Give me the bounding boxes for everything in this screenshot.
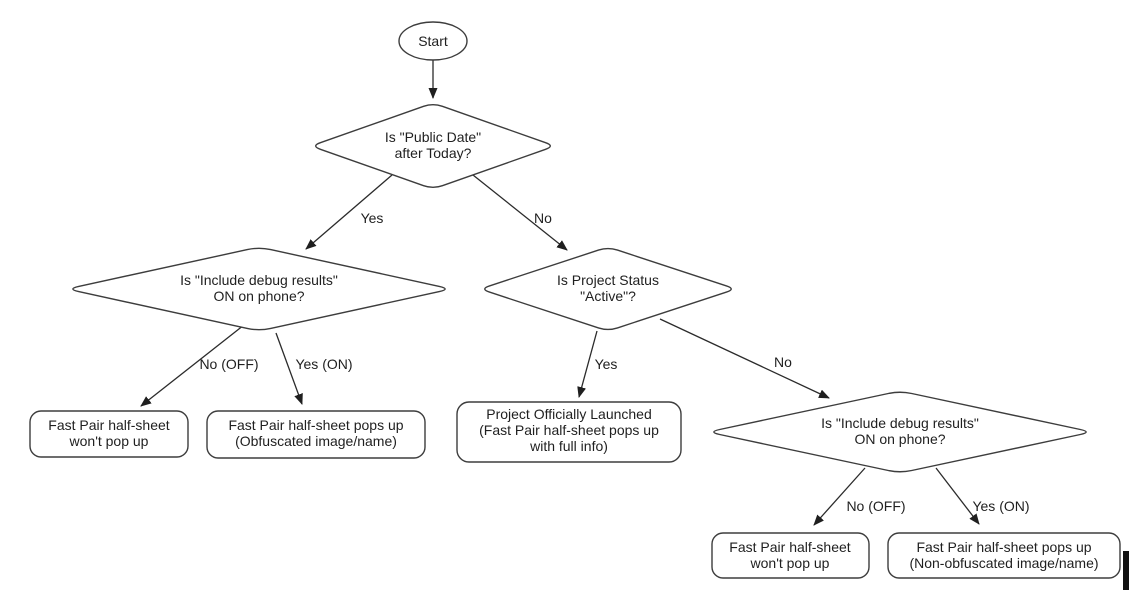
no-popup-right-box: [711, 532, 870, 579]
edge-public-date-yes: [305, 174, 393, 250]
project-status-label-line1: Is Project Status: [557, 272, 659, 288]
edge-debug-left-no: [140, 324, 245, 407]
non-obfuscated-popup-label-line2: (Non-obfuscated image/name): [909, 555, 1098, 571]
obfuscated-popup-label-line2: (Obfuscated image/name): [235, 433, 397, 449]
edge-label-public-date-no: No: [534, 210, 552, 226]
launched-label-line2: (Fast Pair half-sheet pops up: [479, 422, 659, 438]
edge-label-debug-left-yes: Yes (ON): [295, 356, 352, 372]
non-obfuscated-popup-label-line1: Fast Pair half-sheet pops up: [916, 539, 1091, 555]
no-popup-left-label-line1: Fast Pair half-sheet: [48, 417, 169, 433]
node-obfuscated-popup-result: Fast Pair half-sheet pops up (Obfuscated…: [206, 410, 426, 459]
node-debug-right-decision: Is "Include debug results" ON on phone?: [713, 391, 1087, 473]
no-popup-left-label-line2: won't pop up: [69, 433, 149, 449]
text-cursor-artifact: [1123, 551, 1129, 590]
edge-debug-right-yes: [935, 467, 980, 525]
edge-debug-left-yes: [275, 332, 303, 405]
debug-left-diamond: [72, 247, 446, 331]
edges: [140, 60, 980, 526]
edge-public-date-no: [472, 174, 568, 251]
public-date-label-line2: after Today?: [395, 145, 472, 161]
debug-left-label-line1: Is "Include debug results": [180, 272, 338, 288]
debug-right-diamond: [713, 391, 1087, 473]
public-date-diamond: [315, 103, 551, 189]
node-debug-left-decision: Is "Include debug results" ON on phone?: [72, 247, 446, 331]
edge-project-status-yes: [577, 330, 598, 398]
node-non-obfuscated-popup-result: Fast Pair half-sheet pops up (Non-obfusc…: [887, 532, 1121, 579]
edge-labels: Yes No No (OFF) Yes (ON) Yes No No (OFF)…: [199, 210, 1029, 514]
non-obfuscated-popup-box: [887, 532, 1121, 579]
edge-label-project-status-yes: Yes: [595, 356, 618, 372]
edge-label-project-status-no: No: [774, 354, 792, 370]
obfuscated-popup-box: [206, 410, 426, 459]
node-project-status-decision: Is Project Status "Active"?: [484, 247, 732, 331]
launched-box: [456, 401, 682, 463]
debug-right-label-line1: Is "Include debug results": [821, 415, 979, 431]
start-label: Start: [418, 33, 448, 49]
node-start: Start: [398, 21, 468, 61]
edge-label-public-date-yes: Yes: [361, 210, 384, 226]
launched-label-line1: Project Officially Launched: [486, 406, 652, 422]
launched-label-line3: with full info): [529, 438, 608, 454]
node-no-popup-right-result: Fast Pair half-sheet won't pop up: [711, 532, 870, 579]
edge-label-debug-right-no: No (OFF): [846, 498, 905, 514]
node-launched-result: Project Officially Launched (Fast Pair h…: [456, 401, 682, 463]
edge-label-debug-right-yes: Yes (ON): [972, 498, 1029, 514]
node-public-date-decision: Is "Public Date" after Today?: [315, 103, 551, 189]
debug-right-label-line2: ON on phone?: [854, 431, 945, 447]
debug-left-label-line2: ON on phone?: [213, 288, 304, 304]
edge-label-debug-left-no: No (OFF): [199, 356, 258, 372]
public-date-label-line1: Is "Public Date": [385, 129, 481, 145]
no-popup-right-label-line2: won't pop up: [750, 555, 830, 571]
project-status-diamond: [484, 247, 732, 331]
no-popup-right-label-line1: Fast Pair half-sheet: [729, 539, 850, 555]
no-popup-left-box: [29, 410, 189, 458]
obfuscated-popup-label-line1: Fast Pair half-sheet pops up: [228, 417, 403, 433]
project-status-label-line2: "Active"?: [580, 288, 636, 304]
start-terminator-shape: [398, 21, 468, 61]
edge-debug-right-no: [813, 467, 866, 526]
node-no-popup-left-result: Fast Pair half-sheet won't pop up: [29, 410, 189, 458]
edge-project-status-no: [659, 318, 830, 399]
